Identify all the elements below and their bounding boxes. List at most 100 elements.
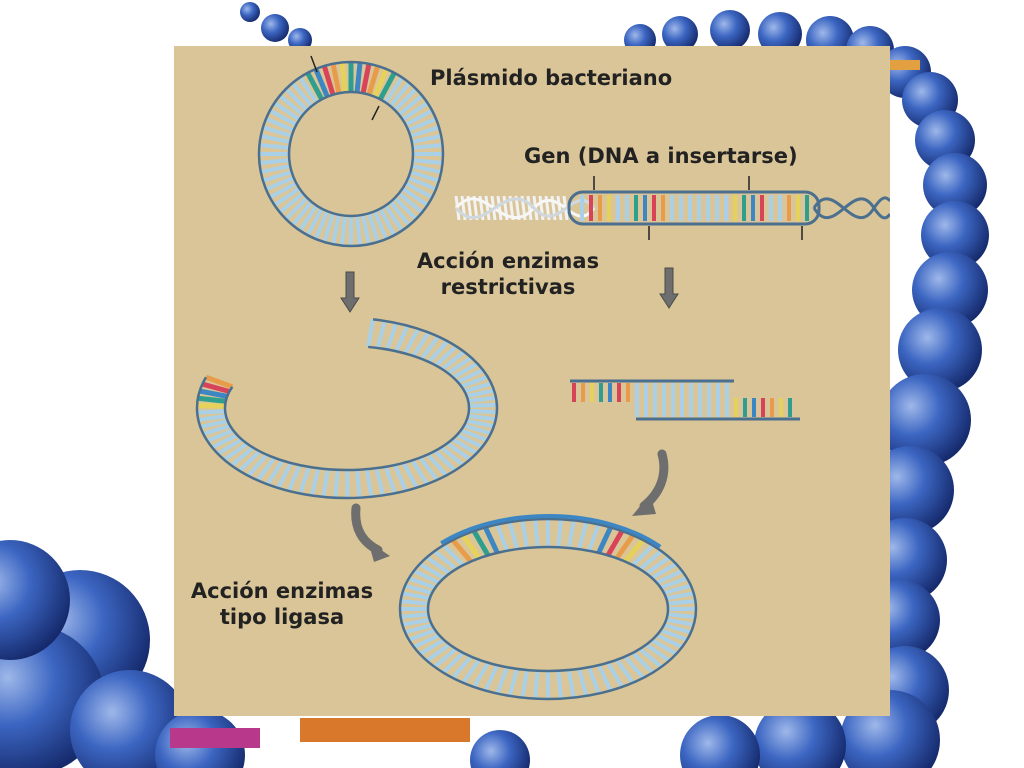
backdrop-sphere [680,715,760,768]
plasmid-rung [412,142,443,150]
recombinant-plasmid-rung [614,533,635,560]
recombinant-plasmid-rung [533,670,540,699]
recombinant-plasmid-rung [660,628,688,642]
plasmid-rung [407,175,437,192]
recombinant-plasmid-rung [413,569,441,585]
plasmid-rung [260,164,291,174]
plasmid-rung [268,108,298,127]
recombinant-plasmid-rung [507,668,519,697]
open-plasmid-rung [403,327,421,355]
open-plasmid-rung [276,462,293,489]
recombinant-plasmid-rung [631,543,655,567]
plasmid-rung [383,204,404,232]
recombinant-plasmid-rung [495,523,509,552]
recombinant-plasmid-rung [645,642,671,663]
open-plasmid-rung [426,453,448,477]
open-plasmid-rung [466,388,495,398]
plasmid-rung [305,207,324,237]
plasmid-rung [262,125,293,138]
plasmid-rung [378,207,397,237]
recombinant-plasmid-rung [566,520,576,549]
backdrop-sphere [754,699,846,768]
helix-strand-right [812,196,890,220]
plasmid-rung [366,65,381,96]
recombinant-plasmid-rung [400,599,429,606]
open-plasmid-rung [375,320,387,349]
recombinant-plasmid-rung [433,549,458,571]
open-plasmid-rung [298,466,311,495]
bacterial-plasmid [257,55,445,248]
open-plasmid-rung [463,423,492,436]
open-plasmid-rung [460,374,489,389]
open-plasmid-rung [287,464,302,492]
open-plasmid-rung [197,409,226,415]
recombinant-plasmid-rung [471,529,491,557]
recombinant-plasmid-rung [623,538,646,564]
label-restriction-line1: Acción enzimas [416,249,600,273]
open-plasmid-rung [434,344,458,367]
open-plasmid-rung [201,381,231,394]
open-plasmid-rung [468,402,497,408]
recombinant-plasmid-rung [650,562,678,580]
arrow-curved [351,503,383,555]
recombinant-plasmid-rung [587,523,601,552]
open-plasmid-rung [366,319,376,348]
recombinant-plasmid-rung [441,651,465,675]
recombinant-plasmid-rung [483,526,500,554]
cut-gene-fragment [570,379,800,421]
open-plasmid-rung [321,468,330,498]
recombinant-plasmid-rung [425,642,451,663]
backdrop-sphere [923,153,987,217]
arrow-curved-head [368,541,390,562]
plasmid-rung [367,212,380,243]
recombinant-plasmid-rung [566,669,576,698]
open-plasmid-rung [364,468,374,498]
recombinant-dna-diagram [195,55,890,701]
label-restriction-enzymes: Acción enzimas restrictivas [398,248,618,300]
backdrop-sphere [921,201,989,269]
plasmid-rung [268,181,298,200]
open-plasmid-rung [427,339,450,364]
plasmid-rung [339,62,348,93]
recombinant-plasmid-inner-strand [426,545,670,673]
recombinant-plasmid-rung [645,555,671,576]
recombinant-plasmid-rung [660,576,688,590]
open-plasmid-rung [452,361,479,380]
backdrop-sphere [879,374,971,466]
plasmid-inner-strand [287,90,415,218]
recombinant-plasmid-rung [665,617,695,627]
plasmid-rung [388,81,411,108]
plasmid-rung [401,186,429,207]
backdrop-orange-rod-top [880,60,920,70]
open-plasmid-rung [238,449,262,473]
open-plasmid-rung [463,381,492,394]
plasmid-rung [372,68,389,98]
plasmid-rung [331,214,341,245]
recombinant-plasmid-rung [483,664,500,692]
recombinant-plasmid-rung [441,543,465,567]
process-arrows [340,267,679,562]
open-plasmid-rung [383,466,397,494]
recombinant-plasmid-rung [596,664,613,692]
recombinant-plasmid-rung [663,583,692,595]
recombinant-plasmid-rung [655,569,683,585]
open-plasmid-rung [230,446,255,467]
recombinant-plasmid-rung [408,628,436,642]
recombinant-plasmid-rung [400,612,429,619]
backdrop-sphere [662,16,698,52]
open-plasmid-rung [197,395,226,404]
plasmid-rung [265,175,295,192]
open-plasmid-rung [446,441,472,461]
backdrop-sphere [0,540,70,660]
open-plasmid-rung [393,464,408,492]
plasmid-rung [372,210,389,240]
plasmid-rung [409,125,440,138]
open-plasmid-rung [223,441,249,462]
recombinant-plasmid-rung [631,651,655,675]
label-ligase-line1: Acción enzimas [190,579,374,603]
open-plasmid-rung [206,428,235,443]
open-plasmid-rung [411,331,431,358]
plasmid-rung [361,214,371,245]
recombinant-plasmid-rung [404,583,433,595]
open-plasmid-outer-strand [195,318,499,500]
